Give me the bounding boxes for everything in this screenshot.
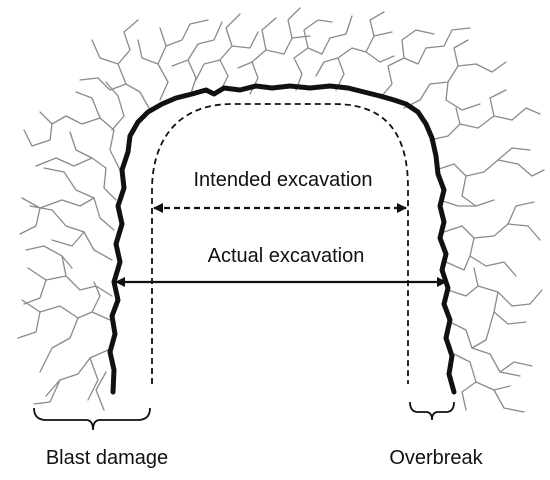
blast-damage-bracket — [33, 407, 151, 431]
overbreak-bracket — [409, 401, 455, 421]
rock-fracture-network — [17, 7, 545, 413]
actual-excavation-profile — [107, 83, 457, 395]
blast-damage-label: Blast damage — [46, 447, 168, 469]
intended-excavation-label: Intended excavation — [193, 169, 372, 191]
actual-excavation-label: Actual excavation — [208, 245, 365, 267]
intended-excavation-profile — [151, 103, 409, 384]
overbreak-label: Overbreak — [389, 447, 483, 469]
